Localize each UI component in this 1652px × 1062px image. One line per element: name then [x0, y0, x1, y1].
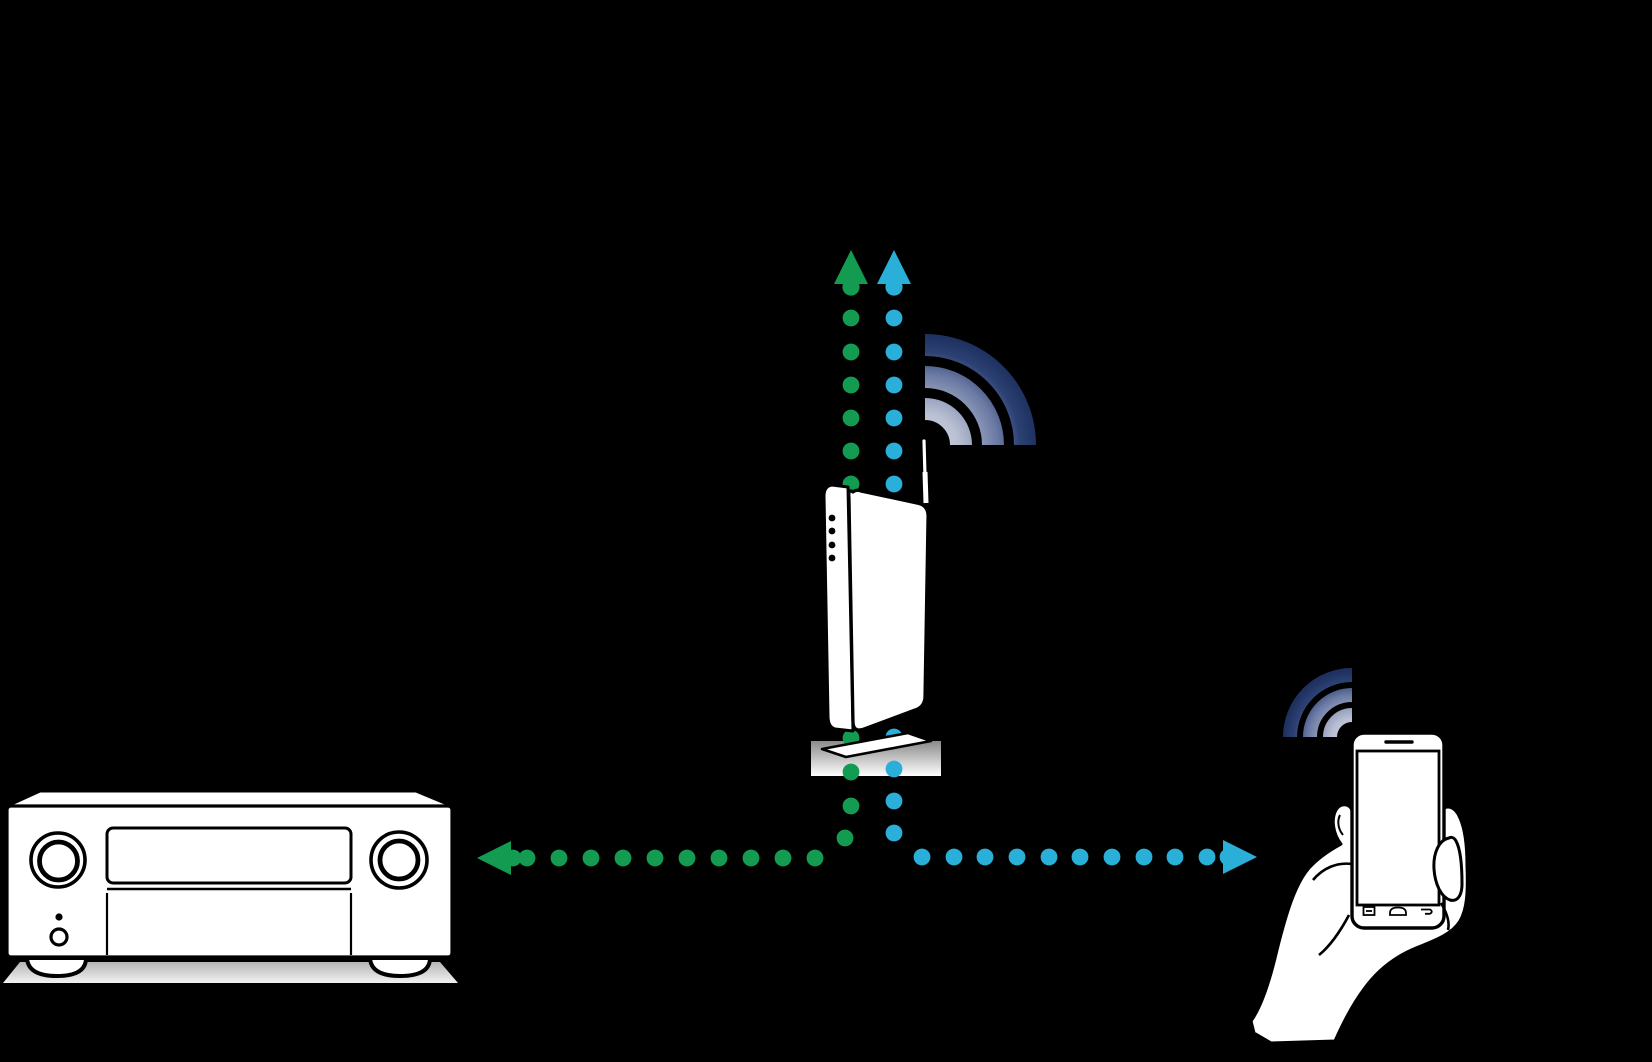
phone-nav-buttons[interactable]	[1362, 906, 1433, 916]
blue-download-path	[877, 250, 1257, 874]
blue-dots	[885, 309, 1216, 866]
phone-home-button[interactable]	[1389, 906, 1407, 916]
hand-details	[1312, 835, 1464, 957]
av-receiver	[5, 789, 454, 979]
receiver-display	[105, 826, 353, 885]
blue-arrowhead-up	[877, 250, 911, 284]
blue-arrowhead-right	[1223, 840, 1257, 874]
green-arrowhead-left	[477, 841, 511, 875]
router-front-face	[847, 488, 930, 732]
router-leds	[828, 514, 836, 562]
router-antenna	[922, 439, 927, 478]
thumb	[1432, 835, 1464, 902]
receiver-left-foot	[24, 956, 89, 979]
receiver-top-face	[5, 789, 454, 808]
receiver-led	[55, 913, 63, 921]
receiver-right-foot	[367, 956, 433, 979]
green-dots	[518, 309, 860, 867]
phone-back-button[interactable]	[1421, 908, 1433, 915]
phone-screen	[1355, 749, 1441, 907]
finger-nail-line	[1337, 814, 1344, 836]
wireless-router	[820, 439, 933, 759]
palm-crease	[1318, 914, 1351, 957]
finger-fold-crease	[1312, 862, 1353, 881]
receiver-power-button	[49, 927, 69, 947]
thumb-crease	[1439, 902, 1450, 931]
phone-wifi-icon	[1283, 668, 1353, 738]
phone-menu-button[interactable]	[1362, 906, 1376, 916]
router-stand	[820, 731, 933, 759]
receiver-platform	[3, 962, 458, 983]
green-upload-path	[477, 250, 868, 875]
green-arrowhead-up	[834, 250, 868, 284]
smartphone	[1350, 731, 1446, 930]
router-wifi-icon	[924, 334, 1036, 446]
